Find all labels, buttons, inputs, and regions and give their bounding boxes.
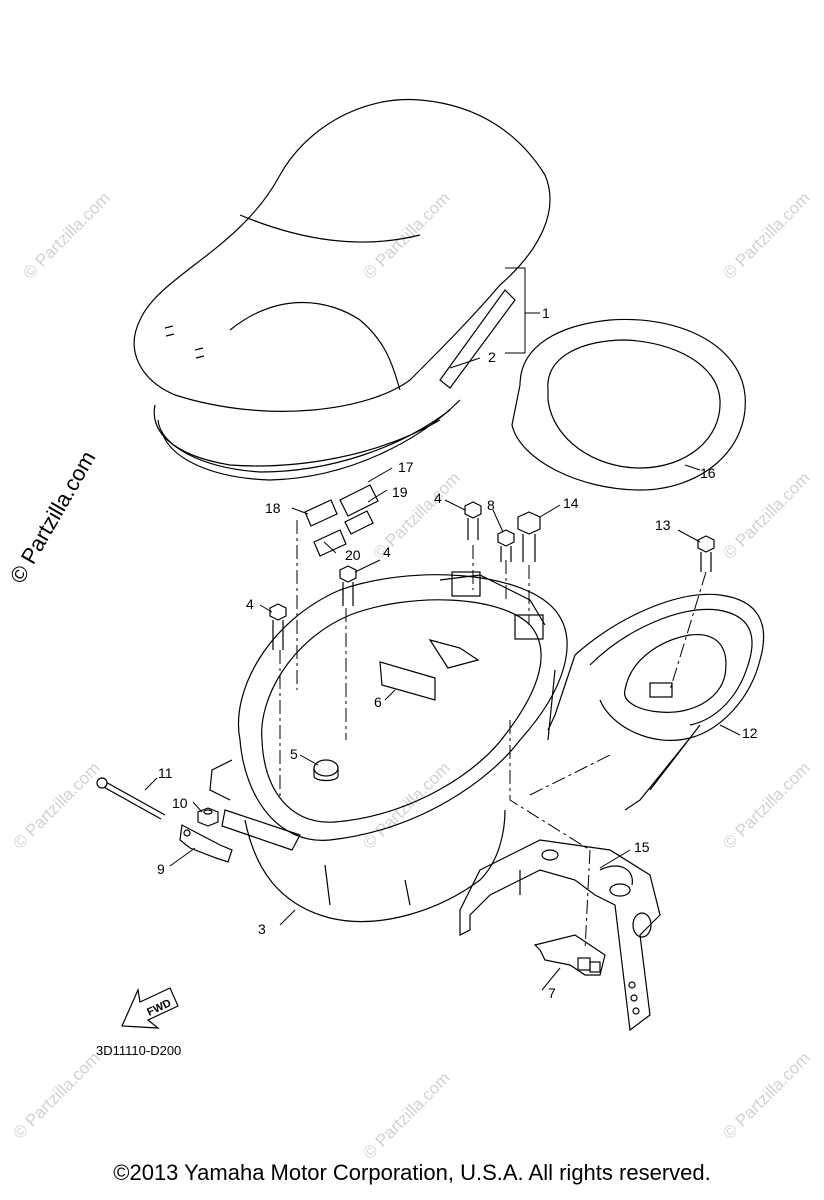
- callout-14: 14: [563, 495, 579, 511]
- bracket: [459, 839, 661, 1032]
- fwd-arrow: FWD: [121, 987, 179, 1029]
- pad: [379, 639, 480, 701]
- callout-2: 2: [488, 349, 496, 365]
- cap: [313, 759, 339, 782]
- leader-lines: [144, 267, 741, 991]
- callout-17: 17: [398, 459, 414, 475]
- assembly-lines: [279, 520, 707, 951]
- callout-13: 13: [655, 517, 671, 533]
- storage-box: [209, 571, 568, 923]
- callout-18: 18: [265, 500, 281, 516]
- bolts: [269, 501, 715, 650]
- callout-10: 10: [172, 795, 188, 811]
- callout-20: 20: [345, 547, 361, 563]
- callout-1: 1: [542, 305, 550, 321]
- watermark: © Partzilla.com: [9, 1048, 103, 1142]
- watermark: © Partzilla.com: [719, 1048, 813, 1142]
- callout-7: 7: [548, 985, 556, 1001]
- callout-4: 4: [434, 490, 442, 506]
- callout-6: 6: [374, 694, 382, 710]
- copyright-footer: ©2013 Yamaha Motor Corporation, U.S.A. A…: [113, 1160, 711, 1185]
- callouts: 1 2 3 4 4 4 4 5 6 7 8 9 10 11 12 13 14 1…: [157, 305, 758, 1001]
- callout-5: 5: [290, 746, 298, 762]
- bolt-13: [697, 535, 715, 572]
- nut: [197, 807, 219, 827]
- lock-assembly: [533, 934, 606, 976]
- bolt-11: [96, 777, 166, 820]
- seat: [133, 98, 551, 481]
- bolt-4-top: [464, 501, 482, 540]
- rear-carrier: [547, 593, 765, 811]
- watermark: © Partzilla.com: [359, 1068, 453, 1162]
- bolt-4-mid: [339, 565, 357, 606]
- callout-15: 15: [634, 839, 650, 855]
- bolt-8: [497, 529, 515, 562]
- watermark: © Partzilla.com: [719, 758, 813, 852]
- callout-8: 8: [487, 497, 495, 513]
- watermark: © Partzilla.com: [19, 188, 113, 282]
- bolt-4-left: [269, 603, 287, 650]
- watermark: © Partzilla.com: [719, 188, 813, 282]
- callout-16: 16: [700, 465, 716, 481]
- watermark: © Partzilla.com: [9, 758, 103, 852]
- watermark: © Partzilla.com: [719, 468, 813, 562]
- diagram-code: 3D11110-D200: [96, 1043, 181, 1058]
- callout-4: 4: [246, 596, 254, 612]
- callout-4: 4: [383, 544, 391, 560]
- callout-11: 11: [158, 765, 173, 781]
- watermark: © Partzilla.com: [359, 188, 453, 282]
- seat-base-plate: [511, 318, 746, 491]
- callout-3: 3: [258, 921, 266, 937]
- callout-12: 12: [742, 725, 758, 741]
- brand-label: © Partzilla.com: [5, 447, 101, 588]
- bolt-14: [517, 511, 541, 562]
- stickers: [304, 484, 379, 557]
- stay: [179, 824, 233, 863]
- callout-9: 9: [157, 861, 165, 877]
- callout-19: 19: [392, 484, 408, 500]
